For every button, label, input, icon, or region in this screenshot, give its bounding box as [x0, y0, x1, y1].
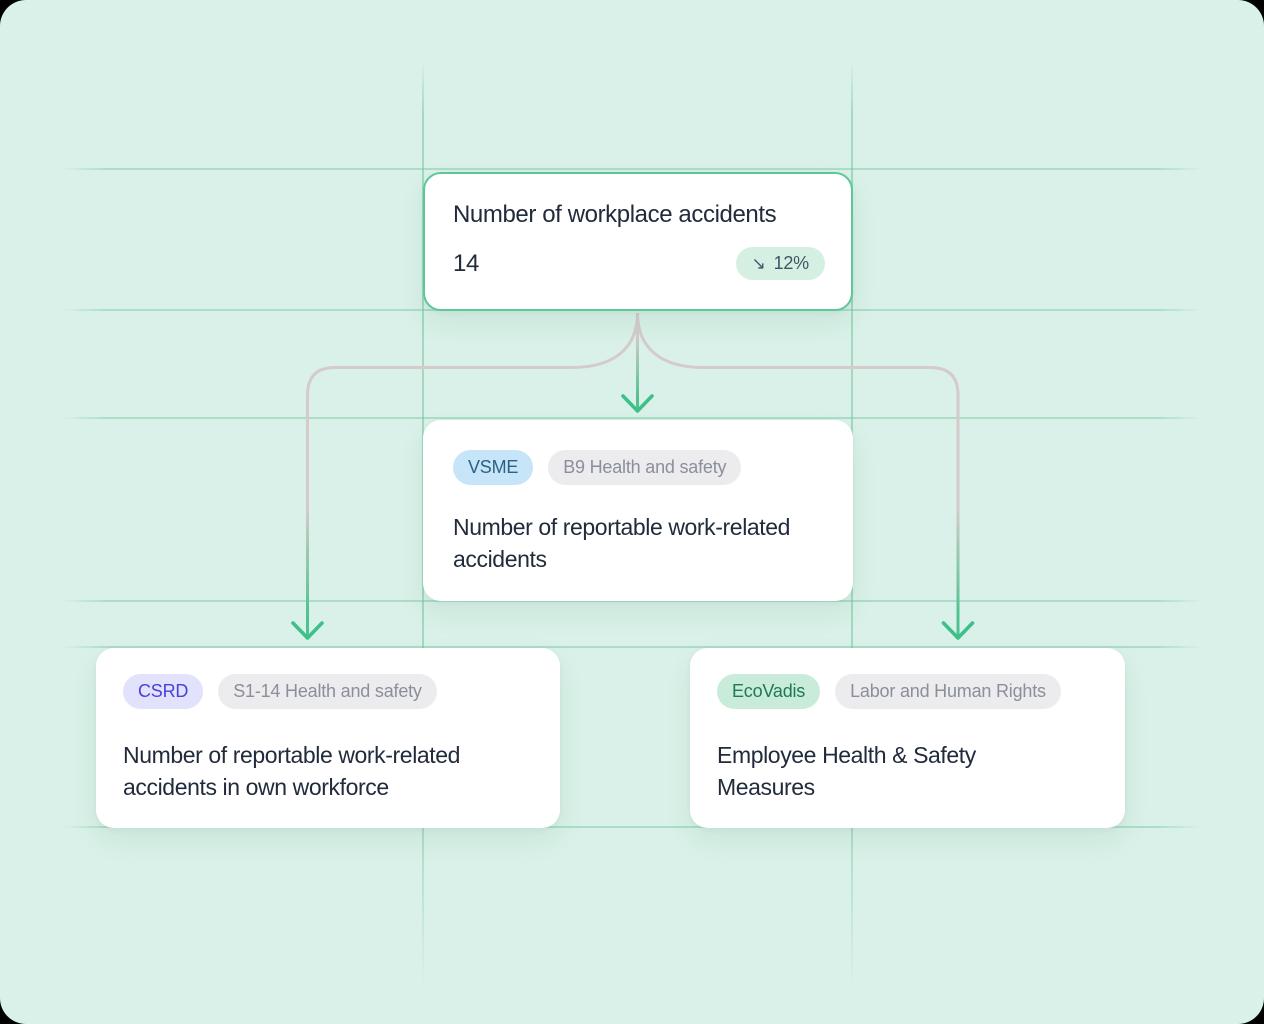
node-card-workplace-accidents[interactable]: Number of workplace accidents 14 ↘ 12% — [423, 172, 853, 311]
trend-badge: ↘ 12% — [735, 247, 825, 280]
node-title: Number of reportable work-related accide… — [123, 742, 461, 800]
metric-value: 14 — [453, 249, 480, 277]
grid-horizontal-line — [62, 168, 1202, 170]
node-card-ecovadis[interactable]: EcoVadis Labor and Human Rights Employee… — [690, 648, 1125, 828]
grid-horizontal-line — [62, 646, 1202, 648]
topic-tag: B9 Health and safety — [548, 450, 742, 485]
tag-row: EcoVadis Labor and Human Rights — [717, 674, 1099, 709]
node-title: Number of reportable work-related accide… — [453, 514, 791, 572]
arrow-down-icon — [621, 394, 654, 413]
trend-badge-label: 12% — [773, 253, 810, 273]
node-card-vsme[interactable]: VSME B9 Health and safety Number of repo… — [423, 420, 853, 601]
trend-down-icon: ↘ — [751, 253, 766, 273]
framework-tag-ecovadis: EcoVadis — [717, 674, 821, 709]
framework-tag-csrd: CSRD — [123, 674, 204, 709]
topic-tag: S1-14 Health and safety — [218, 674, 437, 709]
topic-tag: Labor and Human Rights — [835, 674, 1061, 709]
tag-row: VSME B9 Health and safety — [453, 450, 825, 485]
framework-tag-vsme: VSME — [453, 450, 534, 485]
arrow-down-icon — [941, 621, 975, 640]
tag-row: CSRD S1-14 Health and safety — [123, 674, 534, 709]
grid-horizontal-line — [62, 826, 1202, 828]
arrow-down-icon — [291, 621, 324, 640]
node-title: Employee Health & Safety Measures — [717, 742, 976, 800]
node-title: Number of workplace accidents — [453, 201, 777, 228]
node-card-csrd[interactable]: CSRD S1-14 Health and safety Number of r… — [96, 648, 560, 828]
grid-horizontal-line — [62, 417, 1202, 419]
